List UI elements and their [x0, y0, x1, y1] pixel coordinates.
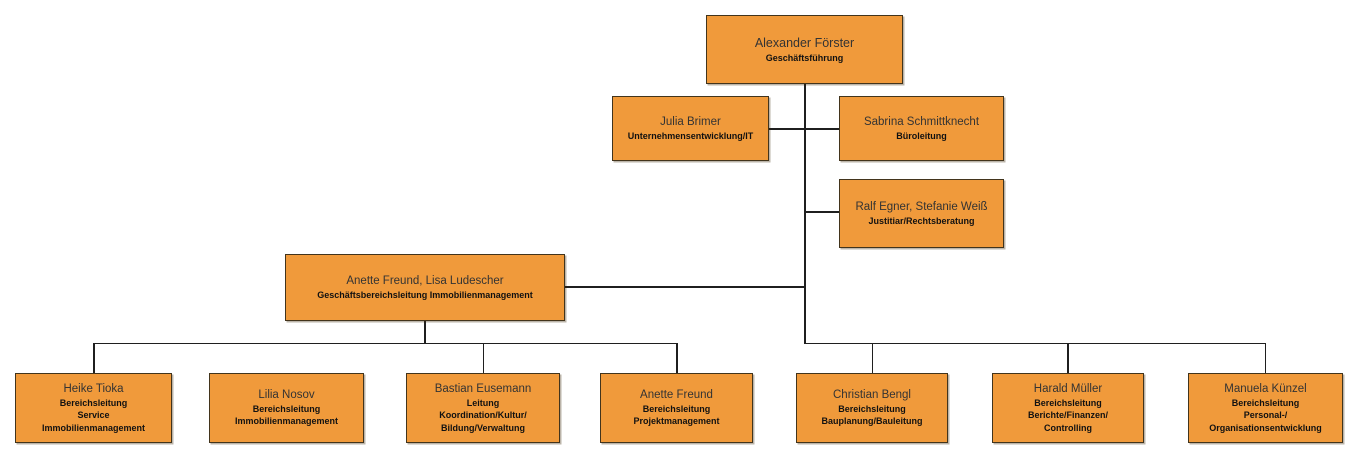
- connector-gbl-to-trunk: [565, 286, 805, 288]
- person-name: Ralf Egner, Stefanie Weiß: [855, 200, 988, 213]
- person-role: Justitiar/Rechtsberatung: [868, 215, 975, 226]
- person-role: Geschäftsbereichsleitung Immobilienmanag…: [317, 289, 533, 300]
- person-name: Heike Tioka: [63, 383, 124, 396]
- connector-level2-julia-sabrina: [769, 128, 839, 130]
- person-name: Anette Freund, Lisa Ludescher: [346, 274, 504, 287]
- person-name: Anette Freund: [640, 389, 713, 402]
- node-unternehmensentwicklung-it: Julia Brimer Unternehmensentwicklung/IT: [612, 96, 769, 161]
- person-role: Bereichsleitung Projektmanagement: [633, 404, 720, 427]
- person-name: Bastian Eusemann: [434, 383, 532, 396]
- person-name: Julia Brimer: [660, 115, 721, 128]
- person-role: Bereichsleitung Berichte/Finanzen/ Contr…: [1027, 398, 1108, 433]
- person-role: Bereichsleitung Bauplanung/Bauleitung: [821, 404, 923, 427]
- person-name: Sabrina Schmittknecht: [863, 115, 980, 128]
- node-leitung-koordination-kultur: Bastian Eusemann Leitung Koordination/Ku…: [406, 373, 560, 443]
- connector-drop-bastian-eusemann: [482, 343, 484, 373]
- connector-bus-left: [93, 342, 677, 344]
- person-name: Alexander Förster: [754, 36, 855, 51]
- node-bl-berichte-finanzen-controlling: Harald Müller Bereichsleitung Berichte/F…: [992, 373, 1144, 443]
- node-bl-service-immobilienmanagement: Heike Tioka Bereichsleitung Service Immo…: [15, 373, 172, 443]
- node-bl-personal-organisationsentwicklung: Manuela Künzel Bereichsleitung Personal-…: [1188, 373, 1343, 443]
- person-role: Bereichsleitung Immobilienmanagement: [234, 404, 339, 427]
- node-bueroleitung: Sabrina Schmittknecht Büroleitung: [839, 96, 1004, 161]
- person-role: Unternehmensentwicklung/IT: [627, 130, 754, 141]
- node-bl-immobilienmanagement: Lilia Nosov Bereichsleitung Immobilienma…: [209, 373, 364, 443]
- connector-drop-christian-bengl: [871, 343, 873, 373]
- person-role: Bereichsleitung Personal-/ Organisations…: [1209, 398, 1322, 433]
- connector-drop-harald-mueller: [1067, 343, 1069, 373]
- person-name: Harald Müller: [1033, 383, 1103, 396]
- connector-drop-heike-tioka: [93, 343, 95, 373]
- person-role: Bereichsleitung Service Immobilienmanage…: [41, 398, 146, 433]
- connector-level2-justitiar: [805, 211, 839, 213]
- person-role: Büroleitung: [896, 130, 947, 141]
- node-bl-projektmanagement: Anette Freund Bereichsleitung Projektman…: [600, 373, 753, 443]
- person-name: Manuela Künzel: [1224, 383, 1307, 396]
- connector-bus-right: [804, 342, 1266, 344]
- node-bl-bauplanung-bauleitung: Christian Bengl Bereichsleitung Bauplanu…: [796, 373, 948, 443]
- connector-drop-manuela-kuenzel: [1264, 343, 1266, 373]
- person-role: Leitung Koordination/Kultur/ Bildung/Ver…: [439, 398, 527, 433]
- connector-gbl-stub: [424, 321, 426, 343]
- person-name: Christian Bengl: [833, 389, 911, 402]
- node-justitiar-rechtsberatung: Ralf Egner, Stefanie Weiß Justitiar/Rech…: [839, 179, 1004, 248]
- person-role: Geschäftsführung: [765, 52, 844, 63]
- node-gbl-immobilienmanagement: Anette Freund, Lisa Ludescher Geschäftsb…: [285, 254, 565, 321]
- node-geschaeftsfuehrung: Alexander Förster Geschäftsführung: [706, 15, 903, 84]
- connector-drop-anette-freund: [676, 343, 678, 373]
- person-name: Lilia Nosov: [258, 389, 315, 402]
- connector-trunk: [803, 84, 806, 344]
